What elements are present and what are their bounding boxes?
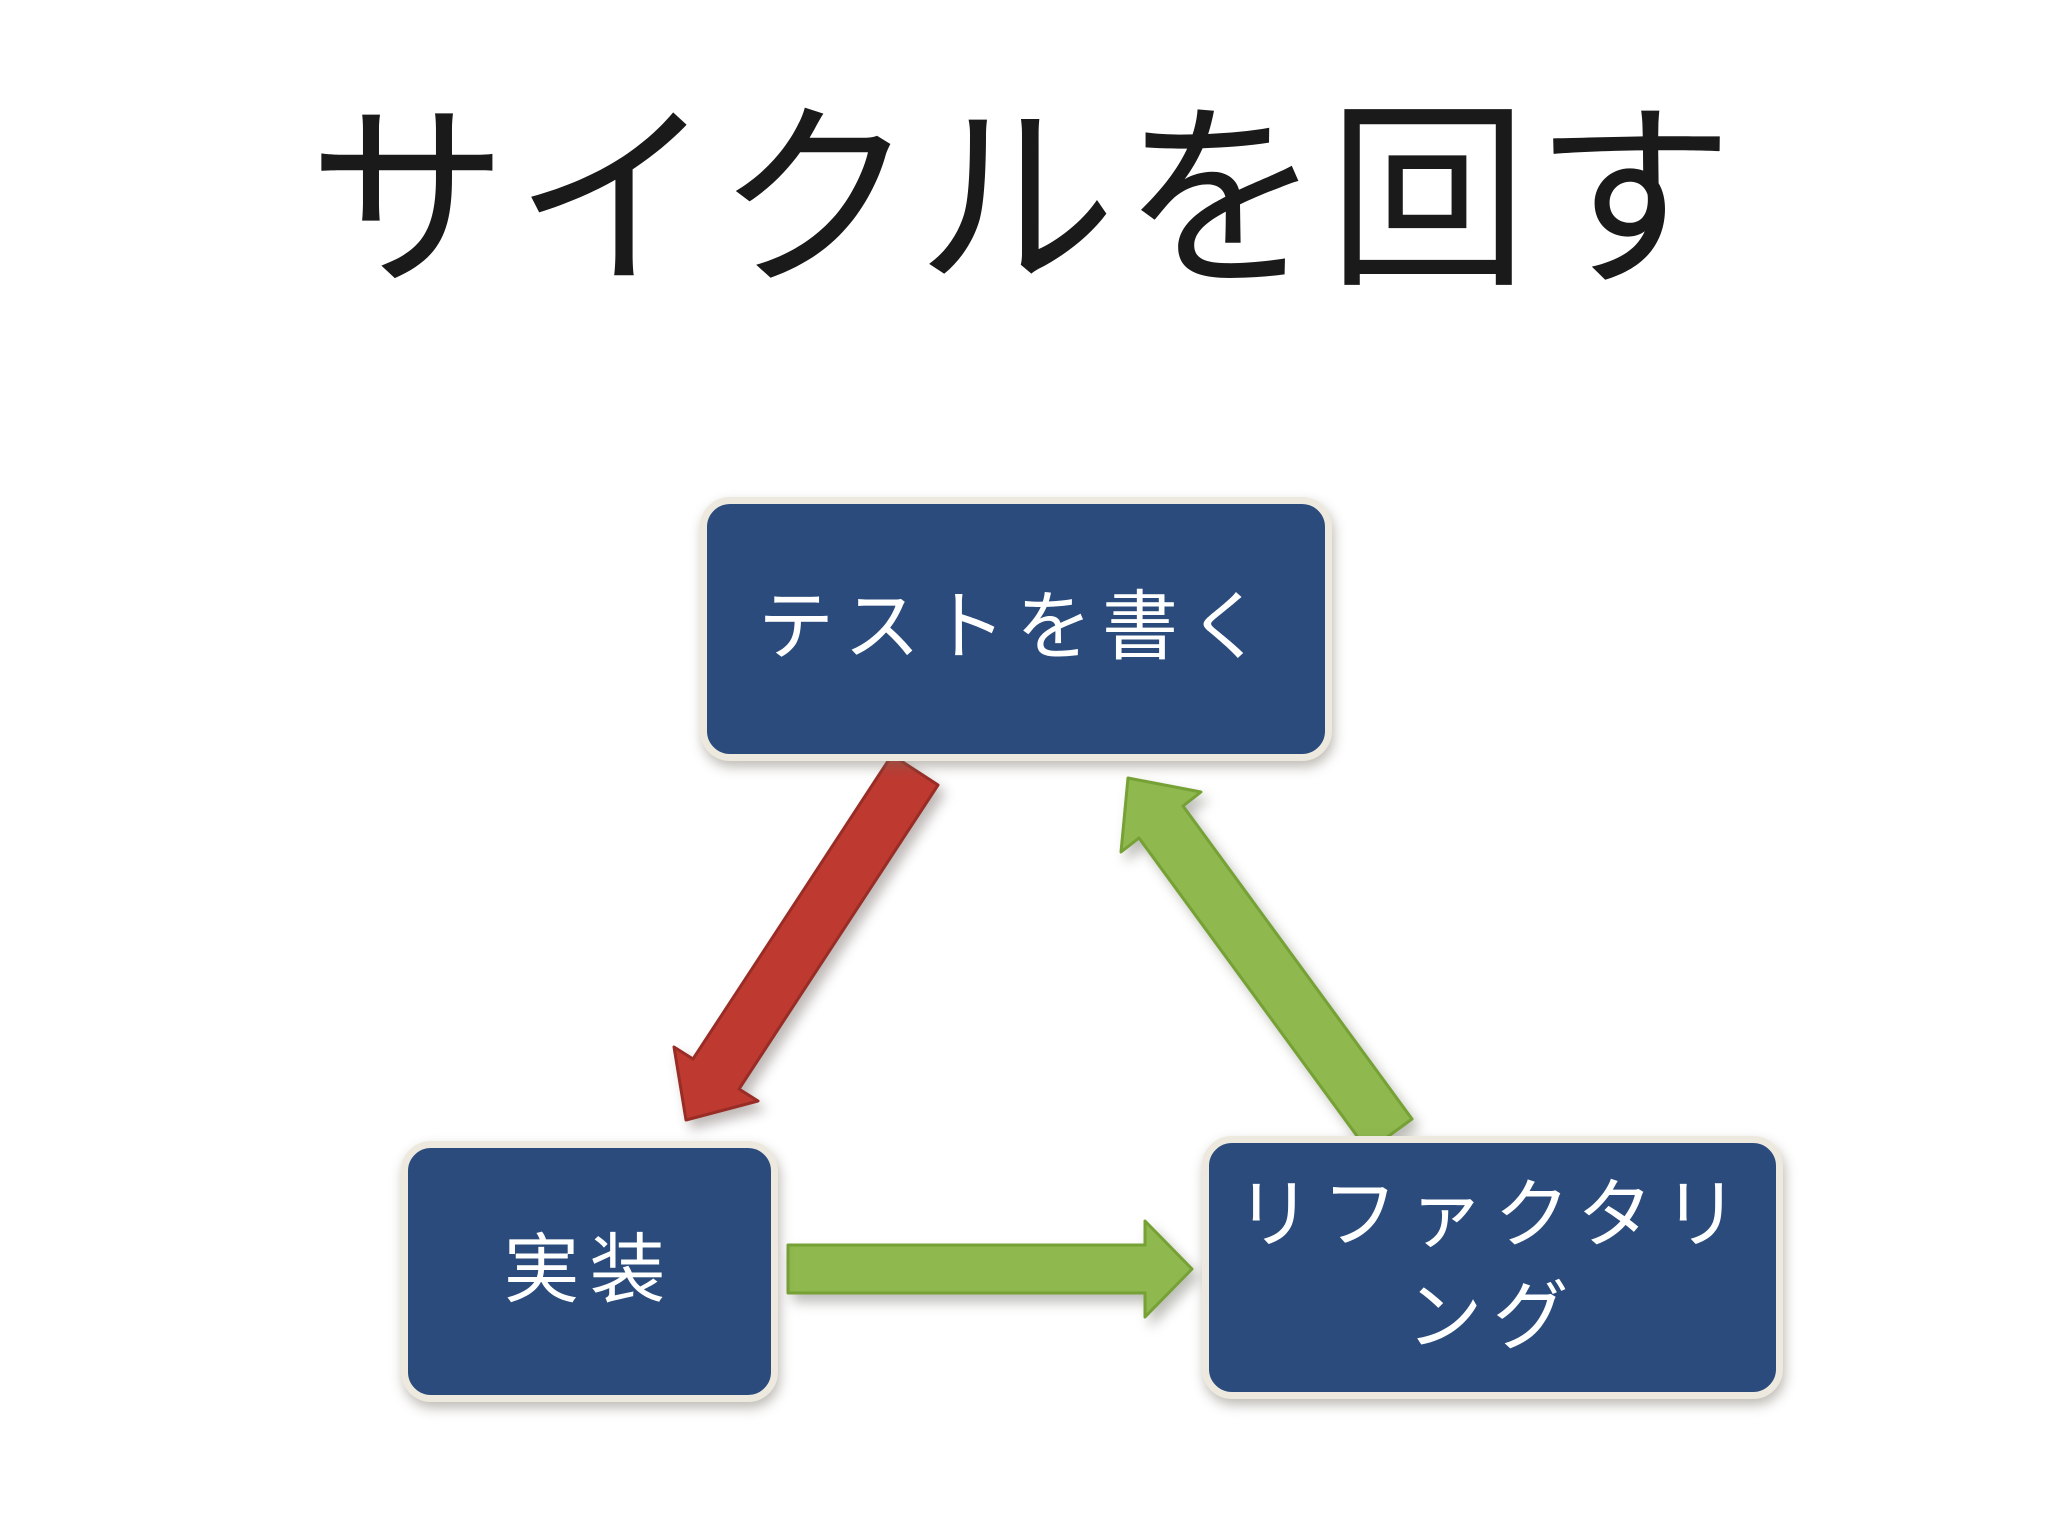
node-write-test: テストを書く <box>700 497 1332 761</box>
slide-title: サイクルを回す <box>307 92 1740 313</box>
node-write-test-label: テストを書く <box>758 586 1274 671</box>
arrow-implement-to-refactor <box>786 1219 1194 1319</box>
node-implement-label: 実装 <box>503 1228 676 1313</box>
node-refactor-label: リファクタリ ング <box>1236 1173 1749 1360</box>
arrow-test-to-implement <box>672 753 940 1122</box>
node-refactor: リファクタリ ング <box>1202 1136 1783 1399</box>
node-implement: 実装 <box>401 1141 778 1402</box>
arrow-refactor-to-test <box>1119 776 1414 1153</box>
